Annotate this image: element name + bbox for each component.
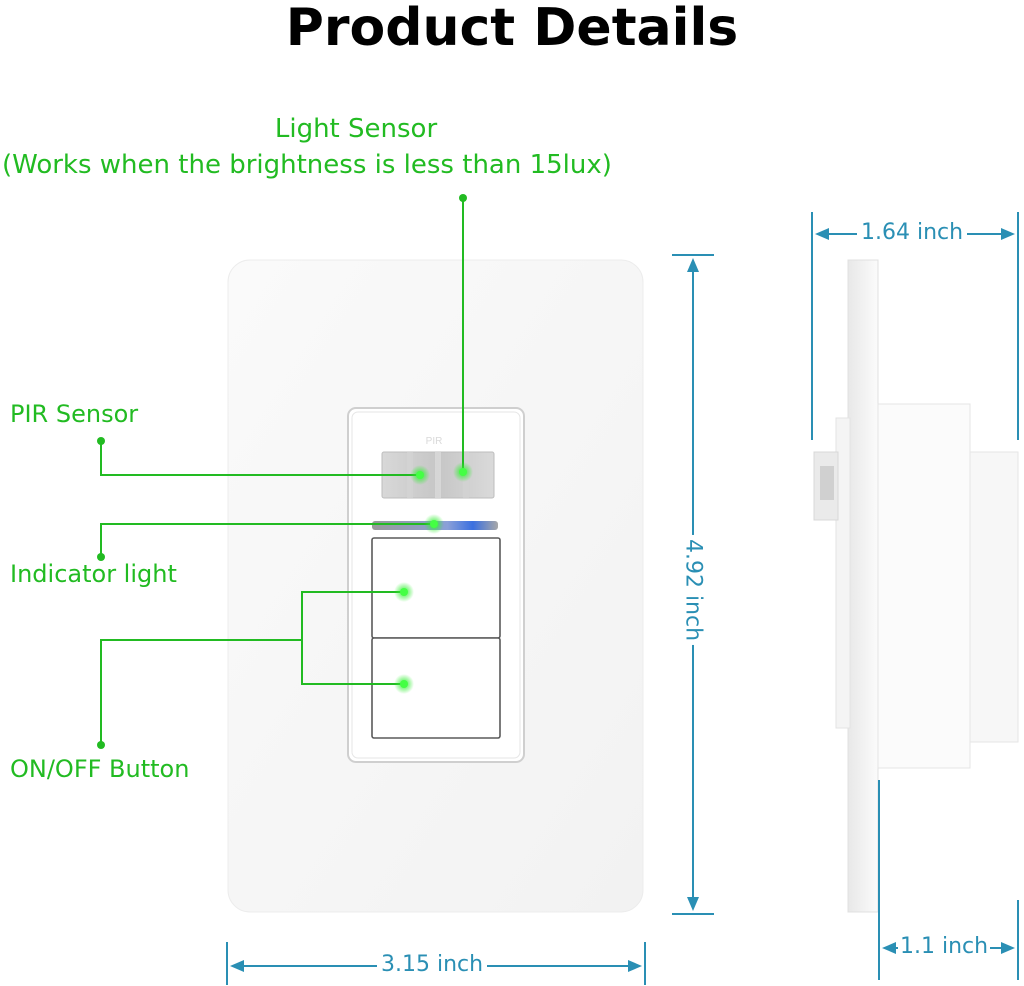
- on-off-button-label: ON/OFF Button: [10, 755, 190, 783]
- pir-sensor-label: PIR Sensor: [10, 400, 139, 428]
- depth-plate-dimension: 1.1 inch: [898, 934, 991, 959]
- indicator-light-label: Indicator light: [10, 560, 177, 588]
- side-plate: [847, 259, 879, 913]
- height-dimension: 4.92 inch: [680, 534, 706, 646]
- on-off-button-bottom: [371, 637, 501, 739]
- light-sensor-label: Light Sensor: [274, 114, 438, 144]
- glow-points: [394, 462, 473, 694]
- front-view: PIR: [227, 259, 644, 913]
- pir-mark: PIR: [426, 436, 443, 447]
- depth-total-dimension: 1.64 inch: [857, 220, 968, 245]
- side-body: [877, 403, 971, 769]
- callout-lines: [100, 198, 464, 745]
- light-sensor-note: (Works when the brightness is less than …: [2, 150, 612, 180]
- on-off-button-top: [371, 537, 501, 639]
- callout-dots: [97, 194, 467, 749]
- width-dimension: 3.15 inch: [377, 952, 488, 977]
- page-title: Product Details: [285, 0, 739, 58]
- side-view: [813, 259, 1019, 913]
